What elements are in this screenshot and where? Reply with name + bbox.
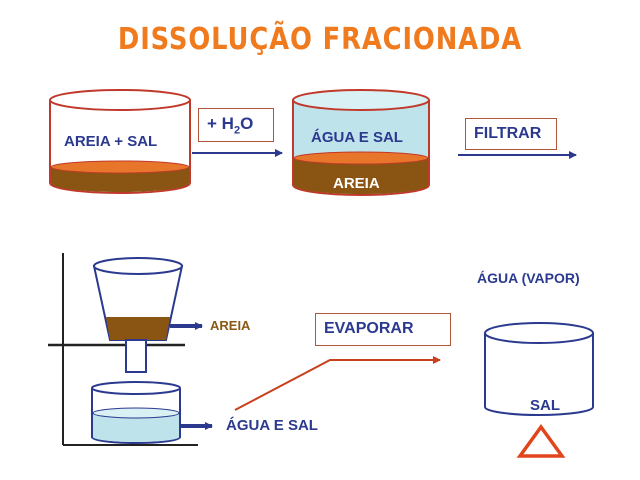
label-sediment-sand: AREIA <box>333 175 380 192</box>
evaporate-step-box: EVAPORAR <box>315 313 451 346</box>
sediment-layer <box>294 158 428 194</box>
container-sand-salt <box>49 89 191 194</box>
sand-layer-top <box>50 160 190 174</box>
label-filtrate: ÁGUA E SAL <box>226 417 318 434</box>
container-salt <box>484 322 594 416</box>
add-water-prefix: + H <box>207 114 234 133</box>
triangle-heat-icon <box>516 424 566 458</box>
arrow-right-icon <box>234 356 441 411</box>
container-water-salt-sand <box>292 89 430 196</box>
filtration-stand <box>48 253 198 446</box>
beaker-liquid <box>93 413 179 442</box>
label-funnel-sand: AREIA <box>210 318 251 333</box>
label-sand-salt: AREIA + SAL <box>64 133 158 150</box>
label-water-salt: ÁGUA E SAL <box>311 129 403 146</box>
add-water-subscript: 2 <box>233 124 241 137</box>
beaker <box>91 381 181 444</box>
filter-funnel <box>92 257 184 373</box>
add-water-box: + H2O <box>198 108 274 142</box>
add-water-suffix: O <box>240 114 254 133</box>
label-salt-residue: SAL <box>530 397 560 414</box>
funnel-sand <box>106 317 170 340</box>
sand-layer <box>51 167 189 192</box>
diagram-title: DISSOLUÇÃO FRACIONADA <box>117 22 523 57</box>
filter-step-box: FILTRAR <box>465 118 557 150</box>
label-water-vapor: ÁGUA (VAPOR) <box>477 270 580 286</box>
